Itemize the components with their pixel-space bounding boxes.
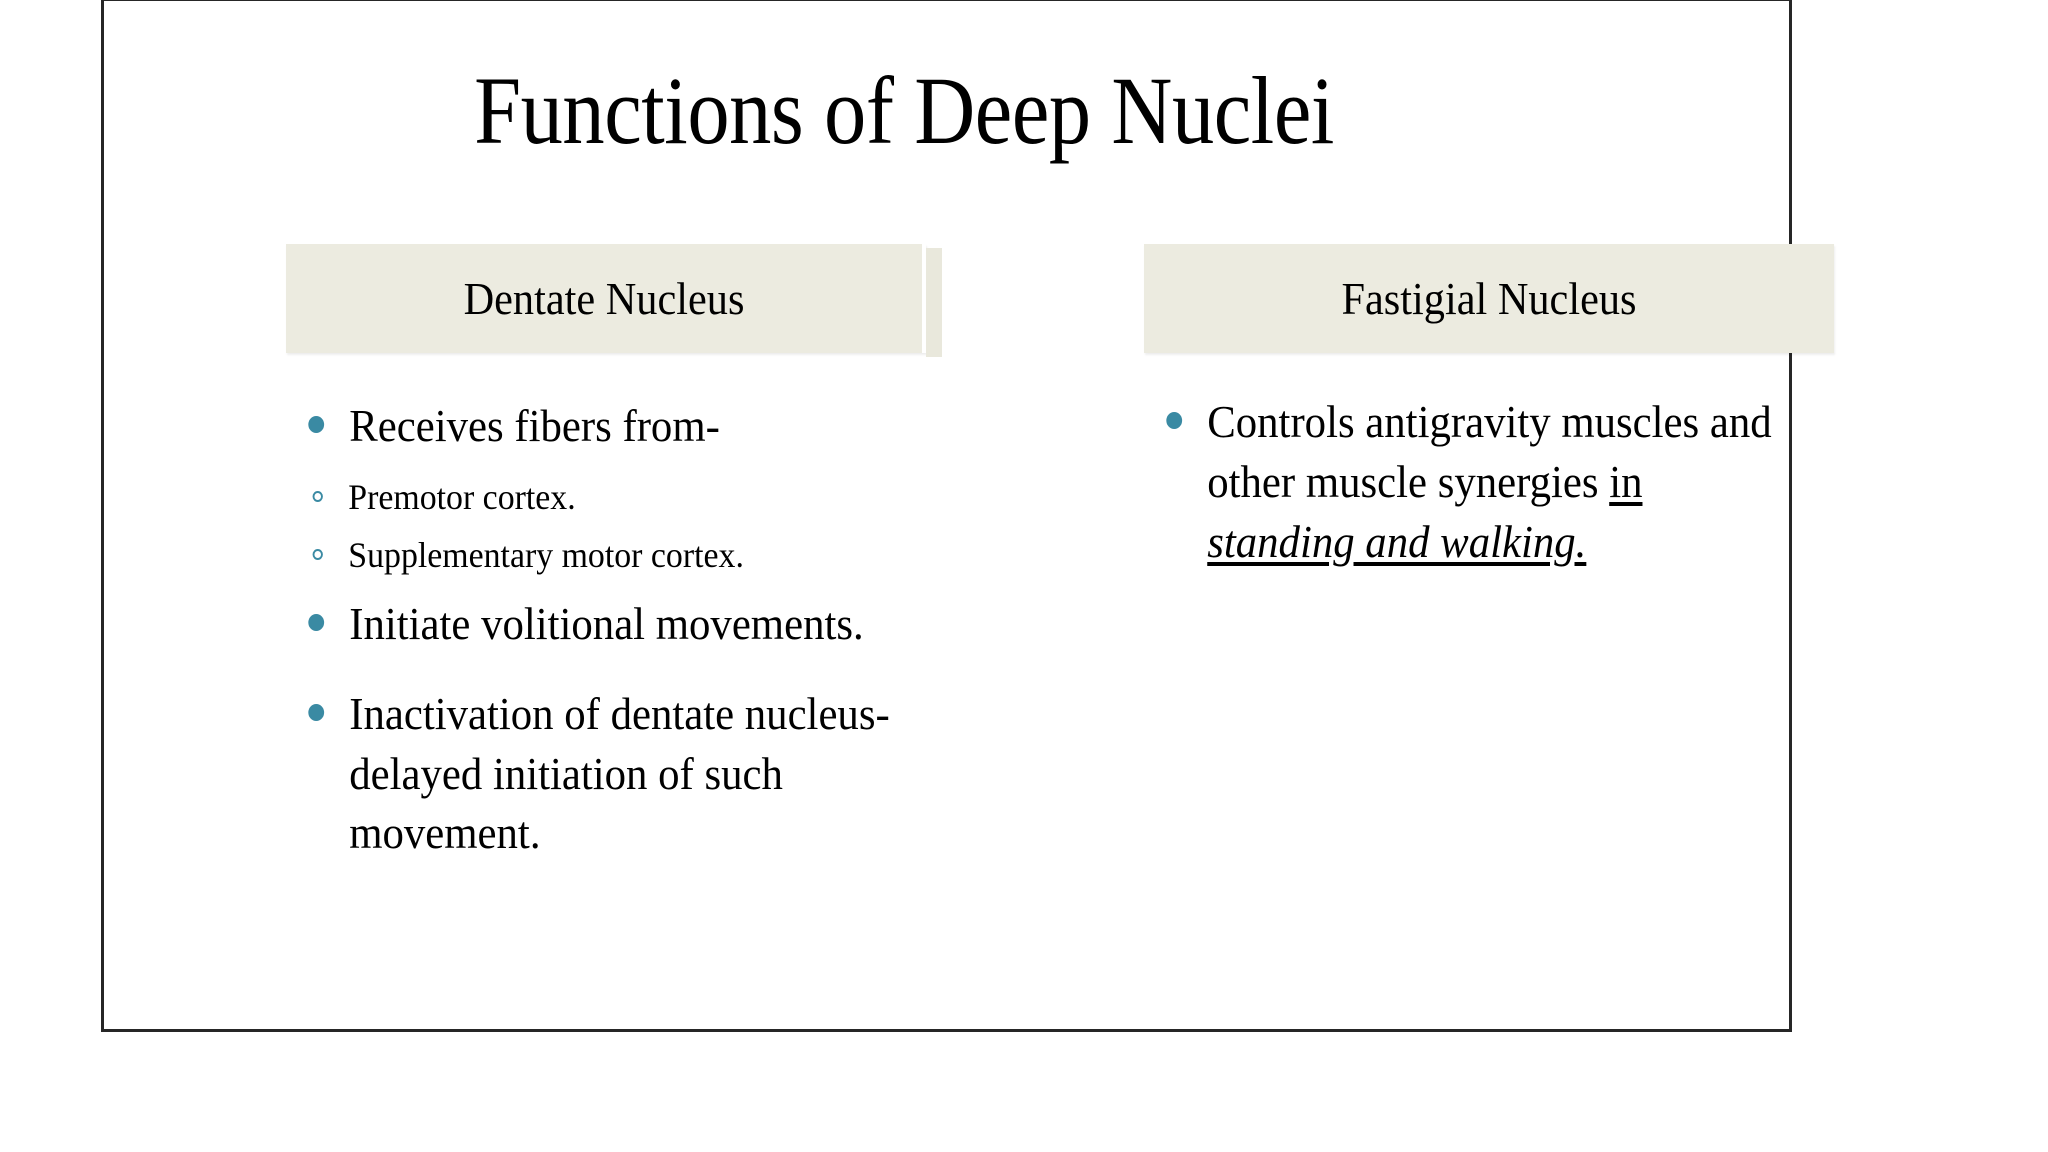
bullet-dot-icon [308, 613, 325, 631]
bullet-dot-icon [308, 416, 325, 433]
list-item-text-underlined-italic: standing and walking. [1207, 515, 1587, 567]
slide-frame: Functions of Deep Nuclei Dentate Nucleus… [101, 0, 1834, 1032]
list-item-text-lead: Controls antigravity muscles and other m… [1207, 396, 1772, 507]
sub-list-item-text: Premotor cortex. [348, 476, 576, 517]
list-item: Initiate volitional movements. [286, 594, 896, 654]
sub-list-item-text: Supplementary motor cortex. [348, 534, 744, 575]
page-title: Functions of Deep Nuclei [474, 57, 1334, 164]
list-item: Receives fibers from- [286, 396, 896, 456]
dentate-header-label: Dentate Nucleus [463, 273, 745, 324]
bullet-ring-icon [312, 548, 323, 560]
fastigial-bullet-list: Controls antigravity muscles and other m… [1144, 392, 1834, 589]
bullet-dot-icon [1166, 412, 1183, 429]
bullet-ring-icon [312, 490, 323, 502]
list-item: Controls antigravity muscles and other m… [1144, 392, 1786, 571]
list-item-text: Receives fibers from- [349, 400, 720, 451]
sub-list-item: Premotor cortex. [290, 474, 903, 520]
dentate-header-band: Dentate Nucleus [286, 244, 942, 357]
dentate-bullet-list: Receives fibers from- Premotor cortex. S… [286, 396, 942, 893]
dentate-sub-bullet-list: Premotor cortex. Supplementary motor cor… [286, 474, 942, 578]
list-item: Inactivation of dentate nucleus-delayed … [286, 684, 896, 863]
list-item-text: Inactivation of dentate nucleus-delayed … [349, 687, 890, 859]
sub-list-item: Supplementary motor cortex. [290, 532, 903, 578]
fastigial-header-band: Fastigial Nucleus [1144, 244, 1834, 353]
fastigial-header-label: Fastigial Nucleus [1341, 273, 1637, 324]
column-fastigial-nucleus: Fastigial Nucleus Controls antigravity m… [1144, 244, 1834, 567]
list-item-text: Initiate volitional movements. [349, 597, 864, 649]
column-dentate-nucleus: Dentate Nucleus Receives fibers from- Pr… [286, 244, 942, 858]
list-item-text-underlined: in [1609, 455, 1643, 507]
bullet-dot-icon [308, 703, 325, 721]
